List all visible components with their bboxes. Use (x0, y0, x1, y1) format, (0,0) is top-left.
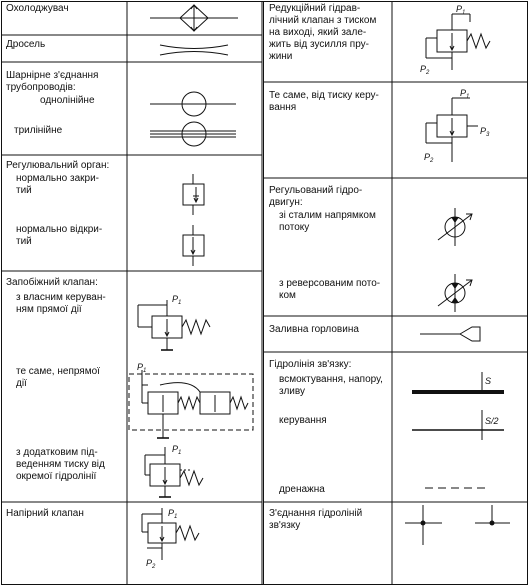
label-motor-constant: зі сталим напрямком потоку (279, 210, 376, 233)
control-p3-label: P3 (480, 126, 490, 138)
regulating-closed-symbol (182, 174, 205, 215)
label-filler: Заливна горловина (269, 324, 359, 335)
label-junction: З'єднання гідроліній зв'язку (269, 508, 363, 531)
label-regulating-closed: нормально закри- тий (16, 173, 99, 196)
motor-reversible-symbol (437, 274, 473, 312)
label-lines-drain: дренажна (279, 484, 325, 495)
regulating-open-symbol (182, 225, 205, 266)
safety-direct-symbol: P1 (137, 294, 211, 351)
safety-remote-p1-label: P1 (172, 444, 181, 456)
label-same-control: Те саме, від тиску керу- вання (269, 90, 379, 113)
pressure-valve-p1-label: P1 (168, 508, 177, 520)
label-regulating-title: Регулювальний орган: (6, 160, 110, 171)
label-safety-title: Запобіжний клапан: (6, 277, 98, 288)
control-p2-label: P2 (424, 152, 434, 164)
control-line-symbol: S/2 (412, 410, 504, 440)
safety-remote-symbol: P1 (144, 444, 204, 498)
safety-indirect-p1-label: P1 (137, 362, 146, 374)
label-hinge-triple: трилінійне (14, 125, 63, 136)
label-lines-control: керування (279, 415, 327, 426)
reducing-p2-label: P2 (420, 64, 430, 76)
reducing-p1-label: P1 (456, 4, 465, 16)
label-reducing-valve: Редукційний гідрав- лічний клапан з тиск… (269, 3, 377, 62)
reducing-control-symbol: P1 P3 P2 (424, 88, 490, 164)
control-p1-label: P1 (460, 88, 469, 100)
label-motor-reversible: з реверсованим пото- ком (279, 278, 381, 301)
hinge-triple-symbol (150, 121, 236, 147)
pressure-valve-symbol: P1 P2 (141, 508, 200, 570)
motor-constant-symbol (437, 208, 473, 246)
throttle-symbol (159, 44, 229, 56)
label-cooler: Охолоджувач (6, 3, 69, 14)
cooler-symbol (150, 4, 238, 32)
label-pressure-valve: Напірний клапан (6, 508, 84, 519)
junction-symbol (405, 505, 510, 545)
filler-neck-symbol (420, 326, 481, 342)
suction-line-symbol: S (412, 372, 504, 394)
hinge-single-symbol (150, 91, 236, 117)
control-line-s2-label: S/2 (485, 416, 499, 426)
label-regulating-open: нормально відкри- тий (16, 224, 103, 247)
label-throttle: Дросель (6, 39, 46, 50)
label-safety-remote: з додатковим під- веденням тиску від окр… (16, 447, 105, 482)
label-motor-title: Регульований гідро- двигун: (269, 185, 363, 208)
label-lines-suction: всмоктування, напору, зливу (279, 374, 383, 397)
pressure-valve-p2-label: P2 (146, 558, 156, 570)
label-hinge-single: однолінійне (40, 95, 95, 106)
label-lines-title: Гідролінія зв'язку: (269, 359, 352, 370)
safety-direct-p1-label: P1 (172, 294, 181, 306)
reducing-valve-symbol: P1 P2 (420, 4, 491, 76)
label-safety-indirect: те саме, непрямої дії (16, 366, 100, 389)
safety-indirect-symbol: P1 (128, 362, 254, 439)
label-hinge-title: Шарнірне з'єднання трубопроводів: (6, 70, 99, 93)
label-safety-direct: з власним керуван- ням прямої дії (16, 292, 106, 315)
suction-line-s-label: S (485, 376, 491, 386)
